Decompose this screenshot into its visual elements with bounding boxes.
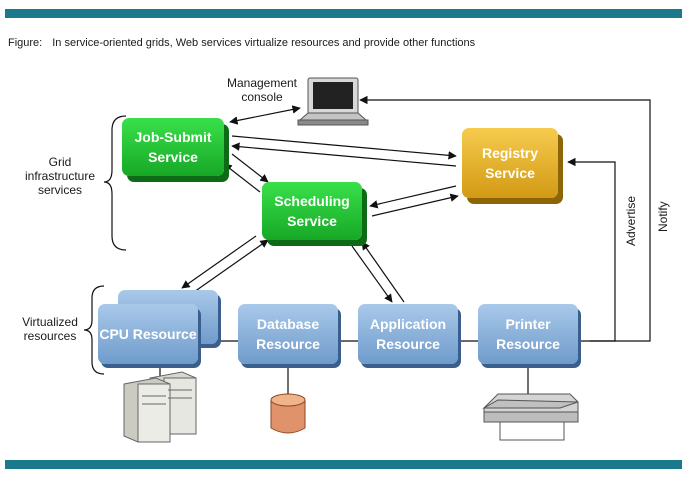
figure-caption: Figure: In service-oriented grids, Web se…	[8, 37, 475, 49]
printer-resource[interactable]: Printer Resource	[478, 304, 578, 364]
virtualized-resources-label: Virtualized resources	[22, 315, 78, 343]
job-submit-service-label: Job-Submit Service	[134, 129, 212, 165]
grid-services-label: Grid infrastructure services	[24, 155, 96, 197]
notify-label: Notify	[656, 201, 670, 232]
server-towers-icon	[123, 371, 197, 443]
registry-service[interactable]: Registry Service	[462, 128, 558, 198]
cpu-resource-label: CPU Resource	[99, 326, 197, 342]
console-link	[229, 105, 301, 125]
top-accent-bar	[5, 9, 682, 18]
database-resource-label: Database Resource	[256, 316, 320, 352]
application-resource-label: Application Resource	[369, 316, 447, 352]
caption-text: In service-oriented grids, Web services …	[52, 37, 476, 49]
application-resource[interactable]: Application Resource	[358, 304, 458, 364]
database-resource[interactable]: Database Resource	[238, 304, 338, 364]
advertise-label: Advertise	[624, 195, 638, 246]
scheduling-service[interactable]: Scheduling Service	[262, 182, 362, 240]
laptop-icon	[297, 77, 369, 126]
job-submit-service[interactable]: Job-Submit Service	[122, 118, 224, 176]
notify-line	[359, 95, 651, 342]
printer-resource-label: Printer Resource	[496, 316, 560, 352]
cpu-resource[interactable]: CPU Resource	[98, 304, 198, 364]
caption-label: Figure:	[8, 37, 43, 49]
database-icon	[270, 393, 306, 434]
printer-icon	[482, 393, 579, 441]
registry-service-label: Registry Service	[481, 145, 539, 181]
management-console-label: Management console	[226, 76, 298, 104]
bottom-accent-bar	[5, 460, 682, 469]
scheduling-service-label: Scheduling Service	[274, 193, 350, 229]
